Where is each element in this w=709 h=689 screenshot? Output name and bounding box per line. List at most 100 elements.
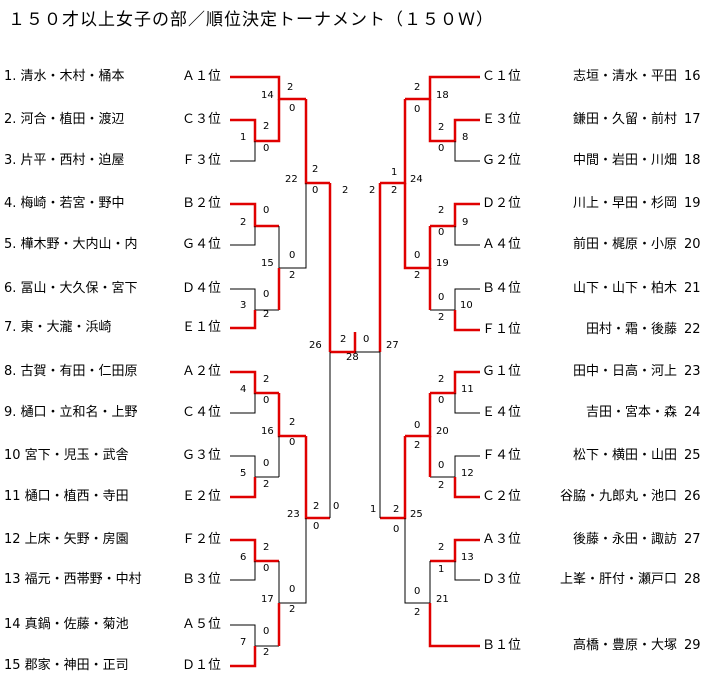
bracket-line	[230, 455, 279, 478]
right-entry-names: 吉田・宮本・森	[585, 405, 677, 420]
right-entry-number: 16	[684, 69, 701, 84]
score-mark: 2	[391, 185, 398, 196]
score-mark: 28	[346, 352, 359, 363]
score-mark: 2	[414, 440, 421, 451]
right-entry-rank: Ｅ４位	[482, 405, 522, 420]
left-entry-label: 7. 東・大瀧・浜崎	[4, 320, 112, 335]
score-mark: 26	[309, 340, 322, 351]
right-entry-rank: Ｇ１位	[482, 364, 522, 379]
score-mark: 2	[369, 185, 376, 196]
right-entry-names: 松下・横田・山田	[572, 448, 677, 463]
score-mark: 10	[460, 300, 473, 311]
score-mark: 23	[287, 509, 300, 520]
score-mark: 0	[289, 584, 296, 595]
score-mark: 8	[462, 132, 469, 143]
right-entry-number: 22	[684, 322, 701, 337]
right-entry-names: 川上・早田・杉岡	[572, 196, 677, 211]
score-mark: 2	[438, 205, 445, 216]
right-entry-rank: Ｂ１位	[482, 638, 522, 653]
score-mark: 0	[289, 250, 296, 261]
score-mark: 0	[263, 143, 270, 154]
right-entry-names: 後藤・永田・諏訪	[572, 532, 677, 547]
winner-path	[428, 99, 480, 143]
left-entry-label: 6. 冨山・大久保・宮下	[4, 281, 138, 296]
left-entry-label: 15 郡家・神田・正司	[4, 658, 129, 673]
score-mark: 2	[342, 185, 349, 196]
score-mark: 21	[436, 594, 449, 605]
left-entry-label: 5. 樺木野・大内山・内	[4, 237, 138, 252]
score-mark: 0	[438, 143, 445, 154]
score-mark: 20	[436, 426, 449, 437]
left-entry-label: 13 福元・西帯野・中村	[4, 572, 142, 587]
score-mark: 0	[263, 563, 270, 574]
right-entry-number: 17	[684, 112, 701, 127]
winner-path	[453, 477, 480, 499]
right-entry-number: 18	[684, 153, 701, 168]
winner-path	[230, 538, 279, 563]
score-mark: 0	[312, 185, 319, 196]
score-mark: 3	[240, 300, 247, 311]
left-entry-label: 14 真鍋・佐藤・菊池	[4, 617, 129, 632]
score-mark: 4	[240, 384, 247, 395]
score-mark: 25	[410, 509, 423, 520]
right-entry-names: 前田・梶原・小原	[572, 237, 677, 252]
winner-path	[430, 538, 480, 563]
right-entry-number: 26	[684, 489, 701, 504]
score-mark: 0	[263, 289, 270, 300]
score-mark: 2	[289, 270, 296, 281]
left-entry-rank: Ｅ１位	[182, 320, 222, 335]
bracket-line	[230, 624, 279, 647]
winner-path	[230, 370, 279, 395]
score-mark: 12	[461, 468, 474, 479]
score-mark: 2	[414, 607, 421, 618]
right-entry-rank: Ｃ２位	[482, 489, 522, 504]
left-entry-rank: Ｇ３位	[182, 448, 222, 463]
right-entry-number: 25	[684, 448, 701, 463]
score-mark: 27	[386, 340, 399, 351]
right-entry-rank: Ｅ３位	[482, 112, 522, 127]
winner-path	[230, 202, 279, 228]
left-entry-rank: Ｄ４位	[182, 281, 222, 296]
score-mark: 0	[414, 250, 421, 261]
score-mark: 24	[410, 174, 423, 185]
score-mark: 15	[261, 258, 274, 269]
score-mark: 0	[414, 104, 421, 115]
score-mark: 2	[414, 270, 421, 281]
left-entry-rank: Ｂ３位	[182, 572, 222, 587]
score-mark: 16	[261, 426, 274, 437]
score-mark: 2	[340, 334, 347, 345]
right-entry-names: 志垣・清水・平田	[572, 69, 677, 84]
score-mark: 1	[391, 167, 398, 178]
left-entry-label: 1. 清水・木村・桶本	[4, 69, 125, 84]
score-mark: 0	[263, 395, 270, 406]
left-entry-rank: Ｄ１位	[182, 658, 222, 673]
left-entry-rank: Ｅ２位	[182, 489, 222, 504]
right-entry-number: 20	[684, 237, 701, 252]
right-entry-number: 28	[684, 572, 701, 587]
left-entry-rank: Ｆ３位	[182, 153, 222, 168]
winner-path	[230, 99, 281, 143]
score-mark: 0	[363, 334, 370, 345]
bracket-line	[454, 393, 480, 414]
right-entry-number: 24	[684, 405, 701, 420]
score-mark: 0	[438, 292, 445, 303]
winner-path	[403, 183, 432, 270]
right-entry-names: 田村・霜・後藤	[585, 322, 677, 337]
bracket-line	[454, 561, 480, 581]
left-entry-rank: Ａ２位	[182, 364, 222, 379]
score-mark: 0	[313, 521, 320, 532]
left-entry-rank: Ａ１位	[182, 69, 222, 84]
score-mark: 2	[263, 121, 270, 132]
score-mark: 0	[414, 420, 421, 431]
score-mark: 13	[461, 552, 474, 563]
score-mark: 9	[462, 217, 469, 228]
left-entry-rank: Ｃ４位	[182, 405, 222, 420]
bracket-line	[404, 518, 431, 604]
score-mark: 0	[438, 395, 445, 406]
right-entry-number: 23	[684, 364, 701, 379]
score-mark: 2	[240, 217, 247, 228]
score-mark: 2	[263, 542, 270, 553]
score-mark: 0	[263, 205, 270, 216]
